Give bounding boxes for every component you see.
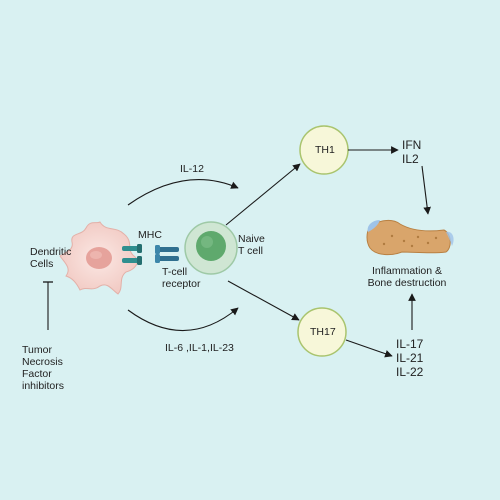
th1-label: TH1	[315, 144, 335, 156]
naive-t-cell-icon	[184, 221, 238, 275]
naive-label-line1: Naive	[238, 233, 265, 245]
il2-label: IL2	[402, 152, 419, 166]
inflammation-label-line1: Inflammation &	[371, 265, 443, 277]
ifn-label: IFN	[402, 138, 422, 152]
inflammation-label-line2: Bone destruction	[367, 277, 447, 289]
arrow-naive-to-th17	[227, 280, 300, 321]
tnf-label-line2: Necrosis	[22, 356, 63, 368]
th17-cell	[297, 307, 347, 357]
tnf-label-line4: inhibitors	[22, 380, 65, 392]
tcr-label-line2: receptor	[162, 278, 201, 290]
tnf-label-line1: Tumor	[22, 344, 52, 356]
il6-group-label: IL-6 ,IL-1,IL-23	[165, 342, 234, 354]
tnf-label-line3: Factor	[22, 368, 52, 380]
mhc-label: MHC	[138, 229, 162, 241]
il21-label: IL-21	[396, 351, 424, 365]
dendritic-cell-icon	[59, 221, 138, 295]
dendritic-label-line2: Cells	[30, 258, 54, 270]
t-cell-receptor-icon	[155, 245, 179, 263]
il17-label: IL-17	[396, 337, 424, 351]
arrow-naive-to-th1	[225, 163, 301, 226]
bone-icon	[366, 219, 454, 256]
tcr-label-line1: T-cell	[162, 266, 188, 278]
il12-label: IL-12	[180, 163, 204, 175]
dendritic-label-line1: Dendritic	[30, 246, 72, 258]
il22-label: IL-22	[396, 365, 424, 379]
arrow-il12	[127, 179, 239, 206]
th17-label: TH17	[310, 326, 336, 338]
mhc-receptor-icon	[122, 244, 142, 265]
arrow-il6-group	[127, 307, 239, 332]
arrow-th17-to-il17	[345, 339, 393, 358]
arrow-ifn-to-bone	[421, 165, 431, 215]
naive-label-line2: T cell	[238, 245, 263, 257]
